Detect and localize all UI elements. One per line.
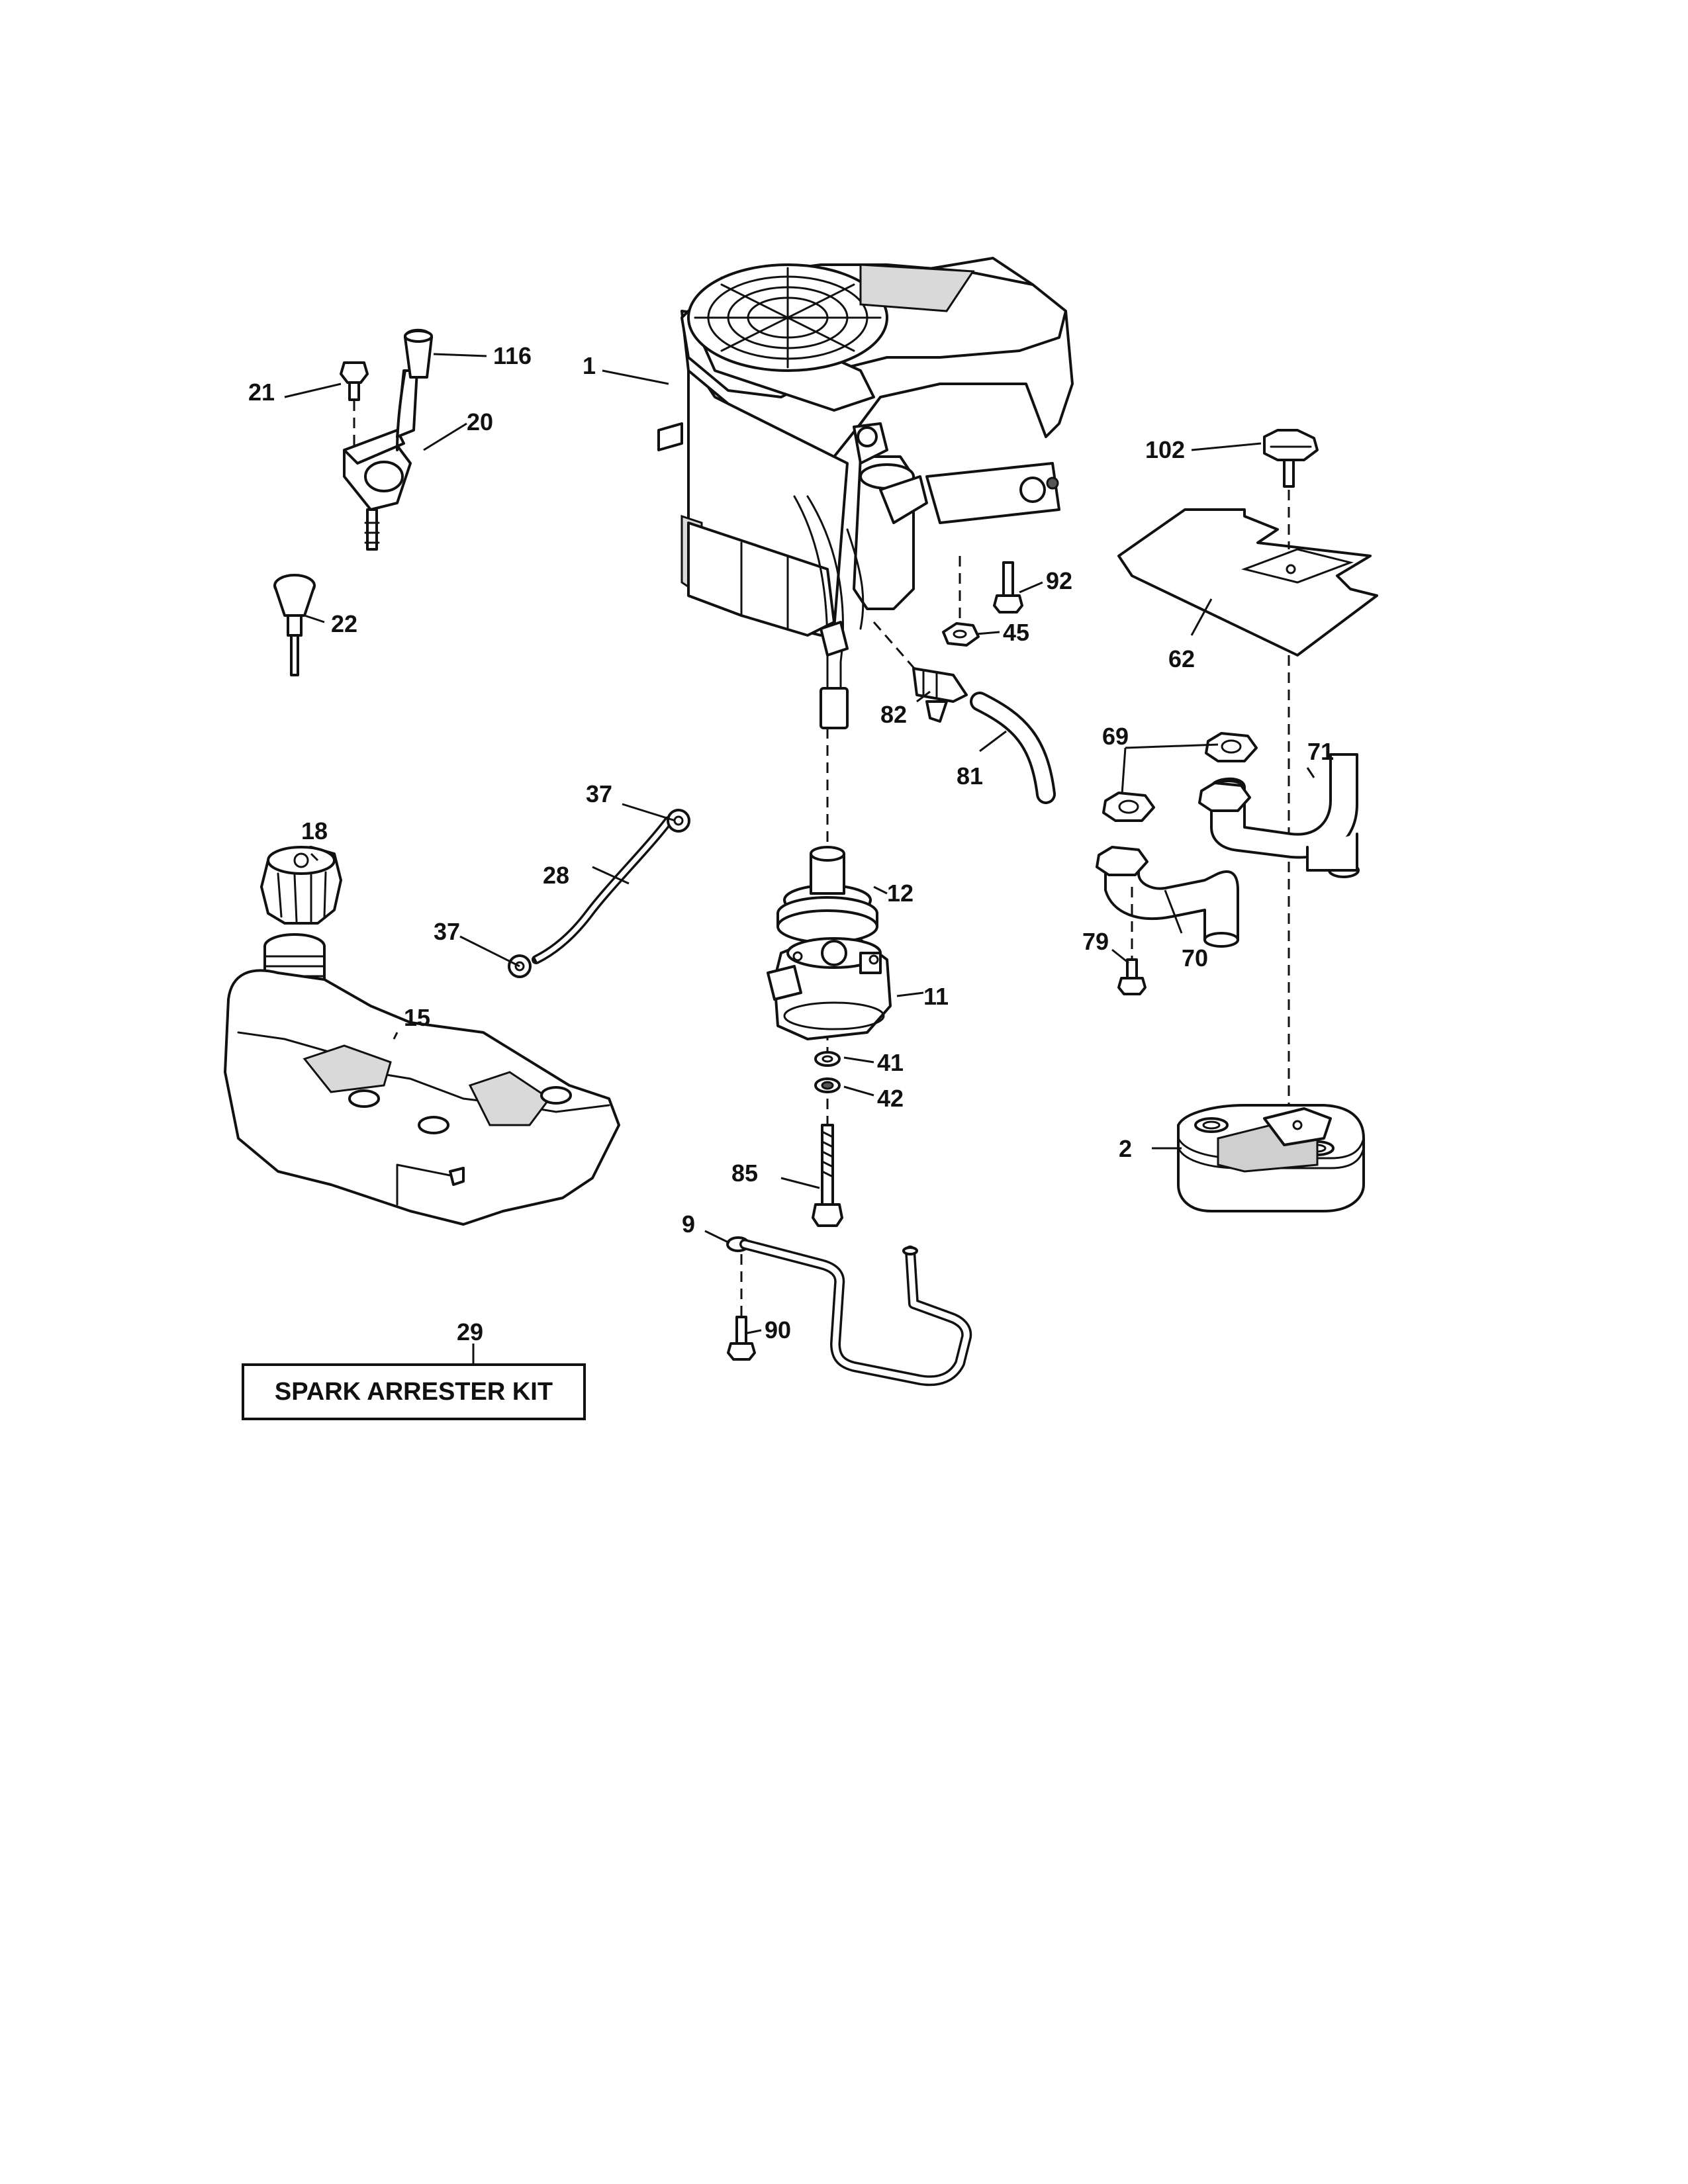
- leader-lines: [284, 353, 1315, 1363]
- gasket-69-top: [1205, 732, 1258, 762]
- callout-42: 42: [877, 1085, 904, 1112]
- callout-69: 69: [1102, 723, 1129, 750]
- callout-37-lower: 37: [434, 918, 460, 945]
- callout-116: 116: [493, 342, 532, 369]
- callout-70: 70: [1182, 944, 1208, 972]
- pulley: [776, 846, 878, 944]
- muffler: [1177, 1104, 1365, 1212]
- bolt-92: [993, 561, 1023, 614]
- callout-20: 20: [467, 408, 493, 435]
- callout-2: 2: [1119, 1135, 1132, 1162]
- fuel-cap: [260, 846, 342, 925]
- callout-102: 102: [1145, 436, 1185, 463]
- support-rod: [726, 1236, 972, 1387]
- callout-85: 85: [731, 1160, 758, 1187]
- callout-11: 11: [923, 983, 949, 1010]
- callout-22: 22: [331, 610, 357, 637]
- washer-41: [814, 1051, 841, 1067]
- throttle-control: [343, 369, 418, 551]
- engine-assembly: [657, 257, 1074, 729]
- callout-92: 92: [1046, 567, 1072, 594]
- choke-knob: [273, 574, 316, 676]
- sensor-82: [912, 667, 968, 723]
- callout-90: 90: [765, 1316, 791, 1343]
- callout-82: 82: [880, 701, 907, 728]
- bolt-90: [727, 1316, 756, 1361]
- screw-21: [340, 361, 369, 450]
- callout-71: 71: [1307, 738, 1334, 765]
- callout-45: 45: [1003, 619, 1029, 646]
- callout-1: 1: [583, 352, 596, 379]
- fuel-line: [532, 816, 673, 964]
- breather-hose-81: [970, 692, 1056, 804]
- heat-shield: [1117, 508, 1378, 657]
- callout-62: 62: [1168, 645, 1195, 672]
- callout-labels: 1 2 9 11 12 15 18 20 21 22 28 29 37 37 4…: [248, 342, 1334, 1345]
- callout-9: 9: [682, 1210, 695, 1238]
- callout-79: 79: [1082, 928, 1109, 955]
- exhaust-pipe-71: [1198, 753, 1360, 878]
- callout-28: 28: [543, 862, 569, 889]
- spark-arrester-kit-label: SPARK ARRESTER KIT: [274, 1377, 553, 1406]
- hose-clamp-upper: [667, 809, 690, 833]
- callout-37-upper: 37: [586, 780, 612, 807]
- washer-42: [814, 1077, 841, 1093]
- bolt-85: [812, 1124, 843, 1227]
- callout-21: 21: [248, 379, 275, 406]
- nut-45: [942, 622, 980, 647]
- knob-102: [1263, 429, 1319, 488]
- fuel-tank: [224, 933, 620, 1226]
- throttle-knob: [404, 328, 433, 379]
- electric-clutch: [767, 937, 892, 1040]
- callout-18: 18: [301, 817, 328, 844]
- callout-81: 81: [957, 762, 983, 790]
- callout-29: 29: [457, 1318, 483, 1345]
- bolt-79: [1117, 958, 1147, 995]
- callout-41: 41: [877, 1049, 904, 1076]
- exhaust-pipe-70: [1096, 846, 1239, 948]
- spark-arrester-kit-box: SPARK ARRESTER KIT: [242, 1363, 586, 1420]
- callout-15: 15: [404, 1004, 430, 1031]
- callout-12: 12: [887, 880, 914, 907]
- gasket-69-mid: [1102, 792, 1155, 822]
